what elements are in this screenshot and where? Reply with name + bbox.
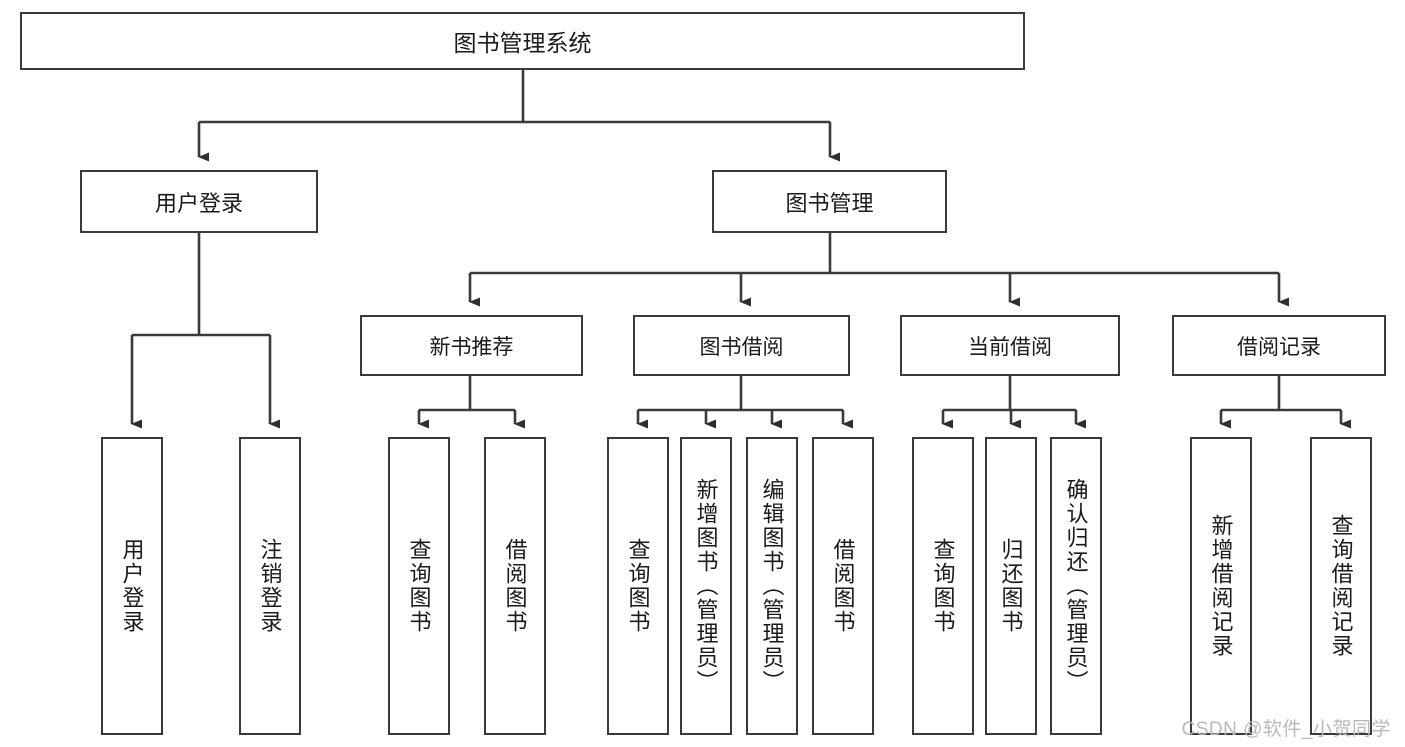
node-label: 编辑图书（管理员） — [759, 478, 785, 694]
leaf-node-borrow-book-2[interactable]: 借阅图书 — [812, 437, 874, 735]
node-label: 当前借阅 — [968, 335, 1052, 359]
node-label: 确认归还（管理员） — [1063, 478, 1089, 694]
leaf-node-query-book-1[interactable]: 查询图书 — [388, 437, 450, 735]
node-label: 查询图书 — [930, 538, 956, 634]
node-label: 新增图书（管理员） — [693, 478, 719, 694]
leaf-node-return-book[interactable]: 归还图书 — [985, 437, 1037, 735]
node-label: 借阅图书 — [502, 538, 528, 634]
node-borrow-record[interactable]: 借阅记录 — [1172, 315, 1386, 376]
node-root[interactable]: 图书管理系统 — [20, 12, 1025, 70]
leaf-node-query-book-2[interactable]: 查询图书 — [607, 437, 669, 735]
node-new-book-recommend[interactable]: 新书推荐 — [360, 315, 583, 376]
node-label: 注销登录 — [257, 538, 283, 634]
node-label: 图书借阅 — [699, 335, 784, 359]
leaf-node-add-book-admin[interactable]: 新增图书（管理员） — [680, 437, 732, 735]
leaf-node-borrow-book-1[interactable]: 借阅图书 — [484, 437, 546, 735]
node-label: 图书管理 — [785, 190, 874, 216]
node-label: 用户登录 — [119, 538, 145, 634]
node-label: 新书推荐 — [429, 335, 514, 359]
node-label: 归还图书 — [998, 538, 1024, 634]
leaf-node-edit-book-admin[interactable]: 编辑图书（管理员） — [746, 437, 798, 735]
node-label: 查询图书 — [406, 538, 432, 634]
leaf-node-query-borrow-record[interactable]: 查询借阅记录 — [1310, 437, 1372, 735]
node-book-manage[interactable]: 图书管理 — [712, 170, 947, 233]
node-book-borrow[interactable]: 图书借阅 — [633, 315, 850, 376]
node-label: 查询借阅记录 — [1328, 514, 1354, 658]
node-label: 用户登录 — [154, 190, 243, 216]
leaf-node-query-book-3[interactable]: 查询图书 — [912, 437, 974, 735]
leaf-node-confirm-return-admin[interactable]: 确认归还（管理员） — [1050, 437, 1102, 735]
leaf-node-add-borrow-record[interactable]: 新增借阅记录 — [1190, 437, 1252, 735]
node-label: 新增借阅记录 — [1208, 514, 1234, 658]
leaf-node-user-logout[interactable]: 注销登录 — [239, 437, 301, 735]
edges-group — [130, 70, 1351, 429]
node-label: 图书管理系统 — [453, 30, 592, 56]
node-label: 借阅图书 — [830, 538, 856, 634]
node-label: 借阅记录 — [1237, 335, 1321, 359]
node-user-login[interactable]: 用户登录 — [80, 170, 318, 233]
node-label: 查询图书 — [625, 538, 651, 634]
node-current-borrow[interactable]: 当前借阅 — [900, 315, 1120, 376]
leaf-node-user-login-do[interactable]: 用户登录 — [101, 437, 163, 735]
